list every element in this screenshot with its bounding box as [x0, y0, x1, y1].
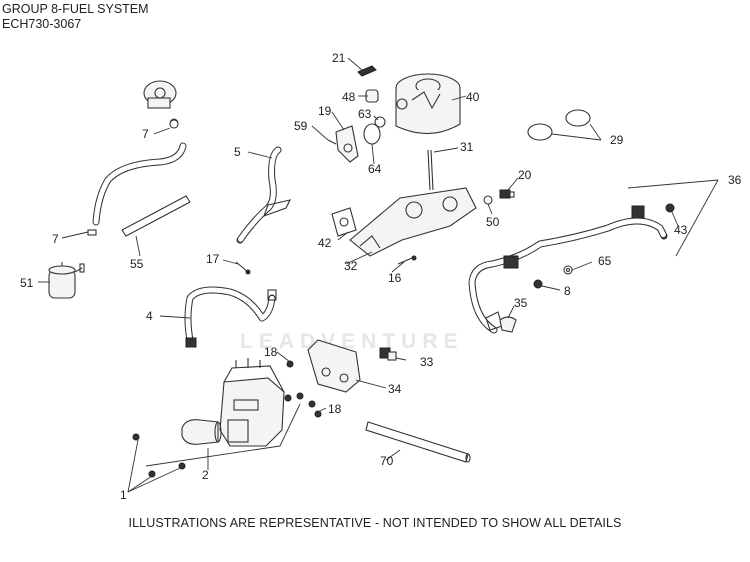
hose-part-55: [121, 195, 191, 237]
callout-32: 32: [344, 259, 358, 273]
watermark: LEADVENTURE: [240, 330, 464, 353]
callout-51: 51: [20, 276, 34, 290]
callout-36: 36: [728, 173, 742, 187]
screws-part-1: [132, 433, 186, 478]
seal-part-63: [374, 116, 386, 128]
bracket-part-34: [307, 339, 361, 393]
callout-63: 63: [358, 107, 372, 121]
leader-lines: [38, 57, 719, 493]
callout-21: 21: [332, 51, 346, 65]
disclaimer-text: ILLUSTRATIONS ARE REPRESENTATIVE - NOT I…: [128, 516, 622, 530]
fuel-line-assembly-part-36: [468, 205, 668, 334]
callout-40: 40: [466, 90, 480, 104]
group-title: GROUP 8-FUEL SYSTEM: [2, 2, 149, 16]
callout-5: 5: [234, 145, 241, 159]
callout-2: 2: [202, 468, 209, 482]
fuel-pump-module-part-2: [181, 358, 292, 447]
callout-17: 17: [206, 252, 220, 266]
callout-48: 48: [342, 90, 356, 104]
elbow-part-19: [327, 125, 359, 163]
stud-part-31: [427, 149, 434, 191]
intake-manifold-part-32: [349, 187, 477, 257]
callout-42: 42: [318, 236, 332, 250]
callout-64: 64: [368, 162, 382, 176]
screws-part-18: [286, 360, 322, 418]
callout-65: 65: [598, 254, 612, 268]
callout-43: 43: [674, 223, 688, 237]
callout-7b: 7: [52, 232, 59, 246]
callout-1: 1: [120, 488, 127, 502]
callout-20: 20: [518, 168, 532, 182]
fuel-hose-left: [87, 142, 187, 236]
sensor-part-33: [379, 347, 397, 361]
callout-35: 35: [514, 296, 528, 310]
callout-50: 50: [486, 215, 500, 229]
nut-part-43: [665, 203, 675, 213]
hose-part-70: [365, 421, 471, 463]
callout-34: 34: [388, 382, 402, 396]
nut-part-8: [533, 279, 543, 289]
callout-59: 59: [294, 119, 308, 133]
washer-part-65: [563, 265, 573, 275]
callout-18b: 18: [328, 402, 342, 416]
bolt-part-16: [397, 255, 417, 265]
fuel-filter-part-51: [48, 262, 85, 299]
callout-8: 8: [564, 284, 571, 298]
callout-33: 33: [420, 355, 434, 369]
model-number: ECH730-3067: [2, 17, 82, 31]
fuel-hose-part-5: [236, 146, 292, 244]
fitting-part-17: [235, 261, 251, 275]
callout-19: 19: [318, 104, 332, 118]
fitting-part-20: [499, 189, 515, 199]
fuel-hose-part-4: [184, 286, 277, 348]
clip-part-35: [499, 316, 517, 333]
fuel-pump-part-7: [143, 80, 179, 129]
washer-part-50: [483, 195, 493, 205]
callout-31: 31: [460, 140, 474, 154]
callout-70: 70: [380, 454, 394, 468]
callout-7a: 7: [142, 127, 149, 141]
clamps-part-29: [527, 109, 591, 141]
callout-16: 16: [388, 271, 402, 285]
callout-4: 4: [146, 309, 153, 323]
clip-part-21: [357, 65, 377, 77]
callout-55: 55: [130, 257, 144, 271]
gasket-part-42: [331, 207, 357, 237]
throttle-body-part-40: [395, 73, 461, 135]
callout-18a: 18: [264, 345, 278, 359]
callout-29: 29: [610, 133, 624, 147]
o-ring-part-64: [363, 123, 381, 145]
